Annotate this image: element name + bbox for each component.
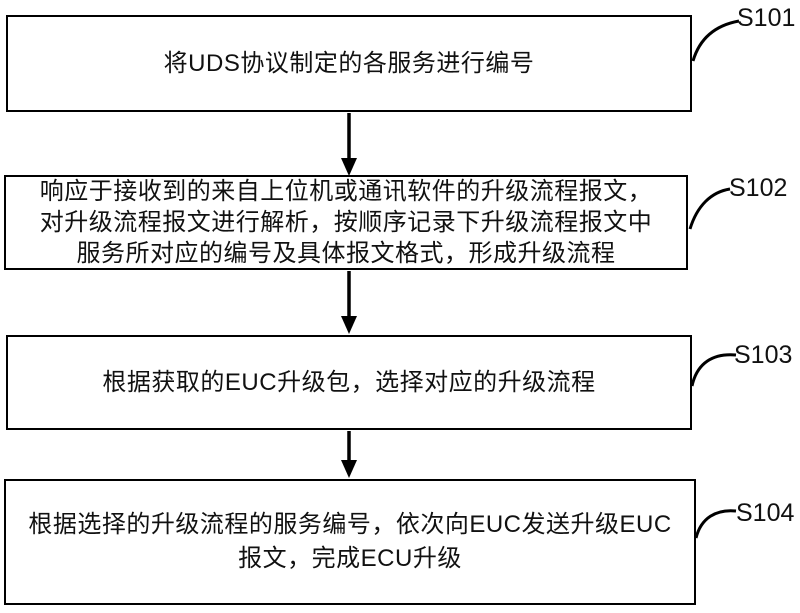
- leader-line-s103: [690, 353, 737, 387]
- step-text: 响应于接收到的来自上位机或通讯软件的升级流程报文，: [39, 178, 653, 205]
- arrow-s101-to-s102: [341, 113, 357, 176]
- arrow-s102-to-s103: [341, 271, 357, 334]
- step-text: 报文，完成ECU升级: [238, 545, 462, 572]
- step-label-s101: S101: [737, 4, 796, 32]
- arrow-s103-to-s104: [341, 431, 357, 478]
- step-text: 根据获取的EUC升级包，选择对应的升级流程: [102, 369, 596, 396]
- leader-line-s101: [691, 19, 740, 62]
- step-label-s103: S103: [734, 341, 793, 369]
- step-text: 对升级流程报文进行解析，按顺序记录下升级流程报文中: [39, 209, 653, 236]
- step-box-s104: 根据选择的升级流程的服务编号，依次向EUC发送升级EUC 报文，完成ECU升级: [4, 479, 696, 605]
- step-text: 服务所对应的编号及具体报文格式，形成升级流程: [76, 240, 616, 267]
- leader-line-s104: [694, 509, 737, 539]
- step-text: 根据选择的升级流程的服务编号，依次向EUC发送升级EUC: [28, 511, 672, 538]
- step-box-s101: 将UDS协议制定的各服务进行编号: [6, 15, 692, 112]
- step-box-s103: 根据获取的EUC升级包，选择对应的升级流程: [6, 335, 692, 430]
- step-label-s102: S102: [729, 174, 788, 202]
- step-box-s102: 响应于接收到的来自上位机或通讯软件的升级流程报文， 对升级流程报文进行解析，按顺…: [4, 175, 688, 270]
- leader-line-s102: [688, 187, 731, 230]
- step-label-s104: S104: [736, 499, 795, 527]
- step-text: 将UDS协议制定的各服务进行编号: [163, 50, 535, 77]
